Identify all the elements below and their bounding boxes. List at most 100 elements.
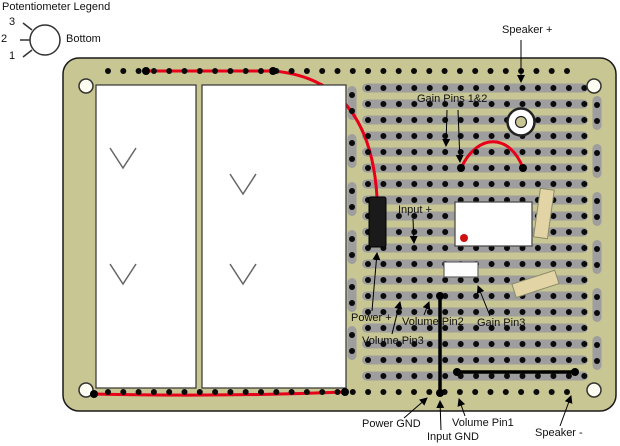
solder-dot: [142, 67, 150, 75]
hole: [594, 198, 600, 204]
hole: [395, 101, 402, 107]
hole: [534, 133, 541, 139]
hole: [473, 277, 480, 283]
arrow-gain-pin3: [476, 285, 491, 317]
hole: [426, 245, 433, 251]
hole: [380, 165, 387, 171]
hole: [319, 68, 326, 74]
components: [368, 187, 560, 299]
hole: [426, 149, 433, 155]
hole: [349, 108, 355, 114]
hole: [380, 373, 387, 379]
chevron-down-icon: [229, 173, 257, 196]
hole: [565, 373, 572, 379]
hole: [426, 85, 433, 91]
hole: [120, 68, 127, 74]
hole: [488, 373, 495, 379]
hole: [565, 213, 572, 219]
hole: [565, 181, 572, 187]
solder-joints: [90, 67, 579, 398]
potentiometer-gain: [201, 84, 347, 389]
copper-strip: [347, 182, 357, 216]
hole: [411, 85, 418, 91]
hole: [426, 213, 433, 219]
hole: [426, 277, 433, 283]
hole: [581, 101, 588, 107]
hole: [150, 68, 157, 74]
hole: [411, 229, 418, 235]
hole: [426, 133, 433, 139]
hole: [534, 309, 541, 315]
hole: [594, 342, 600, 348]
hole: [166, 389, 173, 395]
chevron-down-icon: [229, 263, 257, 286]
hole: [349, 332, 355, 338]
hole: [488, 149, 495, 155]
solder-dot: [90, 390, 98, 398]
hole: [504, 341, 510, 347]
capacitor: [368, 196, 387, 248]
hole: [196, 389, 203, 395]
hole: [550, 85, 557, 91]
hole: [488, 181, 495, 187]
hole: [457, 293, 464, 299]
hole: [519, 373, 526, 379]
hole: [457, 325, 464, 331]
hole: [426, 389, 433, 395]
hole: [550, 117, 557, 123]
hole: [411, 197, 418, 203]
hole: [442, 213, 449, 219]
hole: [442, 181, 449, 187]
hole: [472, 389, 479, 395]
hole: [380, 325, 387, 331]
hole: [411, 373, 418, 379]
hole: [581, 133, 588, 139]
hole: [473, 117, 480, 123]
hole: [550, 309, 557, 315]
hole: [411, 325, 418, 331]
hole: [365, 277, 371, 283]
hole: [380, 68, 387, 74]
hole: [534, 101, 541, 107]
hole: [349, 204, 355, 210]
hole: [181, 389, 188, 395]
resistor-tan-vertical: [533, 187, 555, 240]
hole: [581, 85, 588, 91]
hole: [365, 261, 371, 267]
hole: [504, 149, 510, 155]
hole: [426, 181, 433, 187]
hole: [426, 357, 433, 363]
hole: [488, 101, 495, 107]
hole: [457, 181, 464, 187]
hole: [411, 101, 418, 107]
hole: [504, 181, 510, 187]
hole: [564, 389, 570, 395]
arrow-volume-pin1: [457, 398, 466, 417]
volume-pin2-label: Volume Pin2: [402, 316, 464, 328]
hole: [426, 261, 433, 267]
solder-dot: [519, 164, 527, 172]
hole: [457, 309, 464, 315]
hole: [365, 101, 371, 107]
hole: [411, 389, 417, 395]
hole: [442, 229, 449, 235]
potentiometers: [95, 84, 347, 389]
hole: [349, 68, 356, 74]
hole: [473, 181, 480, 187]
hole: [365, 309, 371, 315]
legend-pin3-label: 3: [9, 16, 16, 28]
hole: [380, 101, 387, 107]
arrow-speaker-minus: [559, 395, 573, 427]
hole: [395, 293, 402, 299]
hole: [442, 197, 449, 203]
resistor-white: [443, 261, 479, 278]
hole: [487, 389, 494, 395]
hole: [288, 68, 295, 74]
hole: [411, 149, 418, 155]
hole: [105, 389, 111, 395]
hole: [349, 389, 356, 395]
hole: [594, 118, 600, 124]
hole: [565, 341, 572, 347]
hole: [365, 181, 371, 187]
